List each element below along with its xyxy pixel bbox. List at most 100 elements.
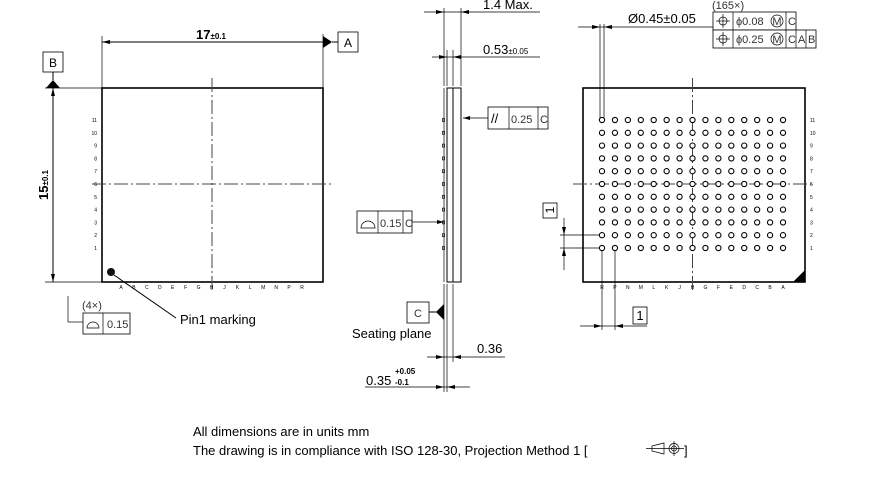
solder-ball <box>689 219 696 226</box>
solder-ball <box>598 142 606 149</box>
pitch-horizontal: 1 <box>636 308 643 323</box>
package-outline-bottom <box>582 87 806 283</box>
solder-ball <box>689 168 696 175</box>
solder-ball <box>741 129 748 136</box>
solder-ball <box>689 193 696 200</box>
solder-ball <box>624 193 632 200</box>
solder-ball <box>676 206 683 213</box>
body-thickness-dimension: 0.53±0.05 <box>483 42 529 57</box>
solder-ball <box>598 219 606 226</box>
solder-ball <box>779 155 787 162</box>
svg-text:A: A <box>798 34 806 46</box>
note-units: All dimensions are in units mm <box>193 424 369 439</box>
row-label: 11 <box>92 118 97 124</box>
column-label: N <box>274 285 278 291</box>
column-label: A <box>119 285 123 291</box>
solder-ball <box>728 232 735 239</box>
solder-ball <box>754 180 761 188</box>
solder-ball <box>598 180 606 188</box>
solder-ball <box>728 129 735 136</box>
side-ball <box>442 194 445 199</box>
height-dimension: 15±0.1 <box>36 169 51 200</box>
solder-ball <box>715 180 722 188</box>
row-label: 4 <box>810 208 813 214</box>
column-label: L <box>652 285 655 291</box>
svg-text:The drawing is in compliance w: The drawing is in compliance with ISO 12… <box>193 443 588 458</box>
solder-ball <box>624 206 632 213</box>
solder-ball <box>741 219 748 226</box>
column-label: A <box>781 285 785 291</box>
solder-ball <box>766 219 774 226</box>
solder-ball <box>766 168 774 175</box>
side-ball <box>442 169 445 174</box>
solder-ball <box>676 129 683 136</box>
solder-ball <box>676 168 683 175</box>
solder-ball <box>624 244 632 252</box>
solder-ball <box>689 244 696 252</box>
row-label: 8 <box>94 156 97 162</box>
row-label: 3 <box>94 220 97 226</box>
solder-ball <box>779 219 787 226</box>
solder-ball <box>637 142 644 149</box>
row-label: 5 <box>94 195 97 201</box>
solder-ball <box>663 155 670 162</box>
solder-ball <box>702 155 709 162</box>
column-label: M <box>639 285 643 291</box>
pin1-marker <box>107 268 115 276</box>
side-ball <box>442 130 445 135</box>
solder-ball <box>728 155 735 162</box>
row-label: 1 <box>810 246 813 252</box>
solder-ball <box>754 232 761 239</box>
solder-ball <box>689 116 696 124</box>
solder-ball <box>637 193 644 200</box>
solder-ball <box>624 219 632 226</box>
side-view: 1.4 Max. 0.53±0.05 // 0.25 C 0.15 C C Se… <box>352 0 549 392</box>
solder-ball <box>598 155 606 162</box>
solder-ball <box>650 219 657 226</box>
solder-ball <box>663 116 670 124</box>
solder-ball <box>624 155 632 162</box>
column-label: G <box>703 285 707 291</box>
projection-method-icon <box>646 441 684 456</box>
column-label: C <box>755 285 759 291</box>
solder-ball <box>663 193 670 200</box>
solder-ball <box>650 244 657 252</box>
solder-ball <box>728 193 735 200</box>
solder-ball <box>650 180 657 188</box>
row-label: 6 <box>94 182 97 188</box>
solder-ball <box>637 129 644 136</box>
solder-ball <box>676 244 683 252</box>
column-label: J <box>678 285 681 291</box>
row-label: 7 <box>810 169 813 175</box>
solder-ball <box>728 219 735 226</box>
column-label: K <box>665 285 669 291</box>
column-label: D <box>158 285 162 291</box>
row-label: 7 <box>94 169 97 175</box>
solder-ball <box>689 206 696 213</box>
solder-ball <box>663 180 670 188</box>
solder-ball <box>611 219 619 226</box>
solder-ball <box>676 180 683 188</box>
flatness-value: 0.15 <box>107 319 128 331</box>
solder-ball <box>715 168 722 175</box>
pin1-leader <box>113 274 177 319</box>
solder-ball <box>611 155 619 162</box>
pin1-label: Pin1 marking <box>180 312 256 327</box>
solder-ball <box>637 168 644 175</box>
solder-ball <box>741 142 748 149</box>
datum-a-triangle <box>323 36 332 48</box>
solder-ball <box>598 232 606 239</box>
column-label: F <box>717 285 720 291</box>
pitch-vertical: 1 <box>543 206 557 213</box>
note-standard: The drawing is in compliance with ISO 12… <box>193 441 688 458</box>
solder-ball <box>754 206 761 213</box>
solder-ball <box>637 232 644 239</box>
row-label: 2 <box>94 233 97 239</box>
datum-a-box <box>337 31 359 53</box>
solder-ball <box>715 193 722 200</box>
solder-ball <box>766 232 774 239</box>
solder-ball <box>624 180 632 188</box>
solder-ball <box>741 168 748 175</box>
solder-ball <box>637 155 644 162</box>
